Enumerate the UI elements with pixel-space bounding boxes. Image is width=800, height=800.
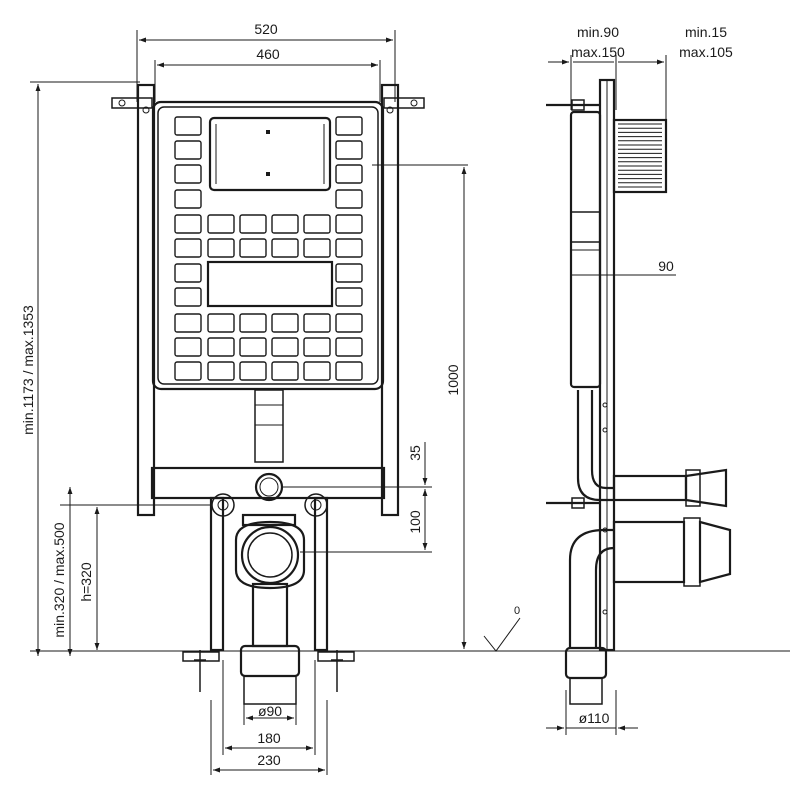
dim-outlet-range: min.320 / max.500 (51, 487, 210, 656)
rib-cell (174, 116, 202, 136)
dim-460-label: 460 (256, 46, 280, 62)
rib-cell (335, 263, 363, 283)
dim-180-label: 180 (257, 730, 281, 746)
dim-dia-110: ø110 (546, 690, 638, 735)
dim-1000-label: 1000 (445, 364, 461, 395)
rib-cell (239, 313, 267, 333)
rib-cell (335, 214, 363, 234)
dia-110-label: ø110 (579, 710, 610, 726)
cistern-ribs (174, 116, 363, 381)
rib-cell (303, 238, 331, 258)
floor-zero-marker: 0 (483, 605, 521, 652)
service-opening (206, 260, 334, 308)
rib-cell (174, 337, 202, 357)
dim-dia-90: ø90 (243, 700, 297, 725)
rib-cell (335, 189, 363, 209)
rib-cell (207, 313, 235, 333)
dia-90-label: ø90 (258, 703, 282, 719)
rib-cell (303, 337, 331, 357)
rib-cell (174, 238, 202, 258)
rib-cell (271, 361, 299, 381)
rib-cell (207, 361, 235, 381)
rib-cell (239, 238, 267, 258)
frame-uprights (111, 83, 425, 517)
dim-height-range: min.1173 / max.1353 (20, 81, 140, 656)
rib-cell (174, 164, 202, 184)
side-drain-bend (564, 517, 732, 705)
rib-cell (335, 337, 363, 357)
cross-rail (150, 466, 386, 500)
rib-cell (303, 313, 331, 333)
rib-cell (174, 140, 202, 160)
outlet-range-label: min.320 / max.500 (51, 522, 67, 637)
rib-cell (239, 214, 267, 234)
rib-cell (174, 214, 202, 234)
side-max150-label: max.150 (571, 44, 625, 60)
flush-plate-opening (208, 116, 332, 192)
side-cistern (569, 110, 676, 389)
outlet-h-label: h=320 (78, 562, 94, 602)
dim-35-label: 35 (407, 445, 423, 461)
flush-actuator-bellows (612, 118, 668, 194)
rib-cell (335, 164, 363, 184)
rib-cell (174, 189, 202, 209)
dim-100: 100 (300, 489, 432, 553)
rib-cell (271, 238, 299, 258)
rib-cell (239, 337, 267, 357)
rib-cell (335, 140, 363, 160)
side-view: min.90 max.150 min.15 max.105 90 (483, 24, 733, 735)
cistern-tank (151, 100, 385, 391)
rib-cell (174, 263, 202, 283)
rib-cell (271, 313, 299, 333)
dim-230: 230 (210, 700, 328, 775)
rib-cell (271, 214, 299, 234)
rib-cell (207, 238, 235, 258)
dim-230-label: 230 (257, 752, 281, 768)
drain-bend-front (234, 513, 306, 705)
rib-cell (174, 287, 202, 307)
side-90-label: 90 (658, 258, 674, 274)
dim-520-label: 520 (254, 21, 278, 37)
side-anchors (546, 99, 600, 509)
dim-width-460: 460 (154, 46, 381, 102)
dim-100-label: 100 (407, 510, 423, 534)
height-range-label: min.1173 / max.1353 (20, 305, 36, 435)
side-min90-label: min.90 (577, 24, 619, 40)
rib-cell (303, 361, 331, 381)
support-legs (182, 496, 355, 692)
rib-cell (335, 361, 363, 381)
rib-cell (335, 313, 363, 333)
dim-1000: 1000 (372, 164, 468, 649)
rib-cell (207, 214, 235, 234)
dim-outlet-h: h=320 (78, 507, 100, 650)
side-min15-label: min.15 (685, 24, 727, 40)
rib-cell (174, 361, 202, 381)
rib-cell (335, 116, 363, 136)
dim-35: 35 (282, 442, 432, 488)
side-flush-pipe (576, 390, 728, 508)
rib-cell (271, 337, 299, 357)
rib-cell (335, 238, 363, 258)
rib-cell (207, 337, 235, 357)
dim-side-min15: min.15 max.105 (618, 24, 733, 120)
floor-zero-label: 0 (514, 605, 520, 617)
rib-cell (335, 287, 363, 307)
flush-pipe (254, 389, 284, 463)
side-max105-label: max.105 (679, 44, 733, 60)
front-view: 520 460 (20, 21, 790, 775)
rib-cell (303, 214, 331, 234)
dim-side-min90: min.90 max.150 (548, 24, 625, 110)
rib-cell (174, 313, 202, 333)
rib-cell (239, 361, 267, 381)
dim-180: 180 (222, 660, 316, 755)
side-frame (598, 78, 616, 652)
